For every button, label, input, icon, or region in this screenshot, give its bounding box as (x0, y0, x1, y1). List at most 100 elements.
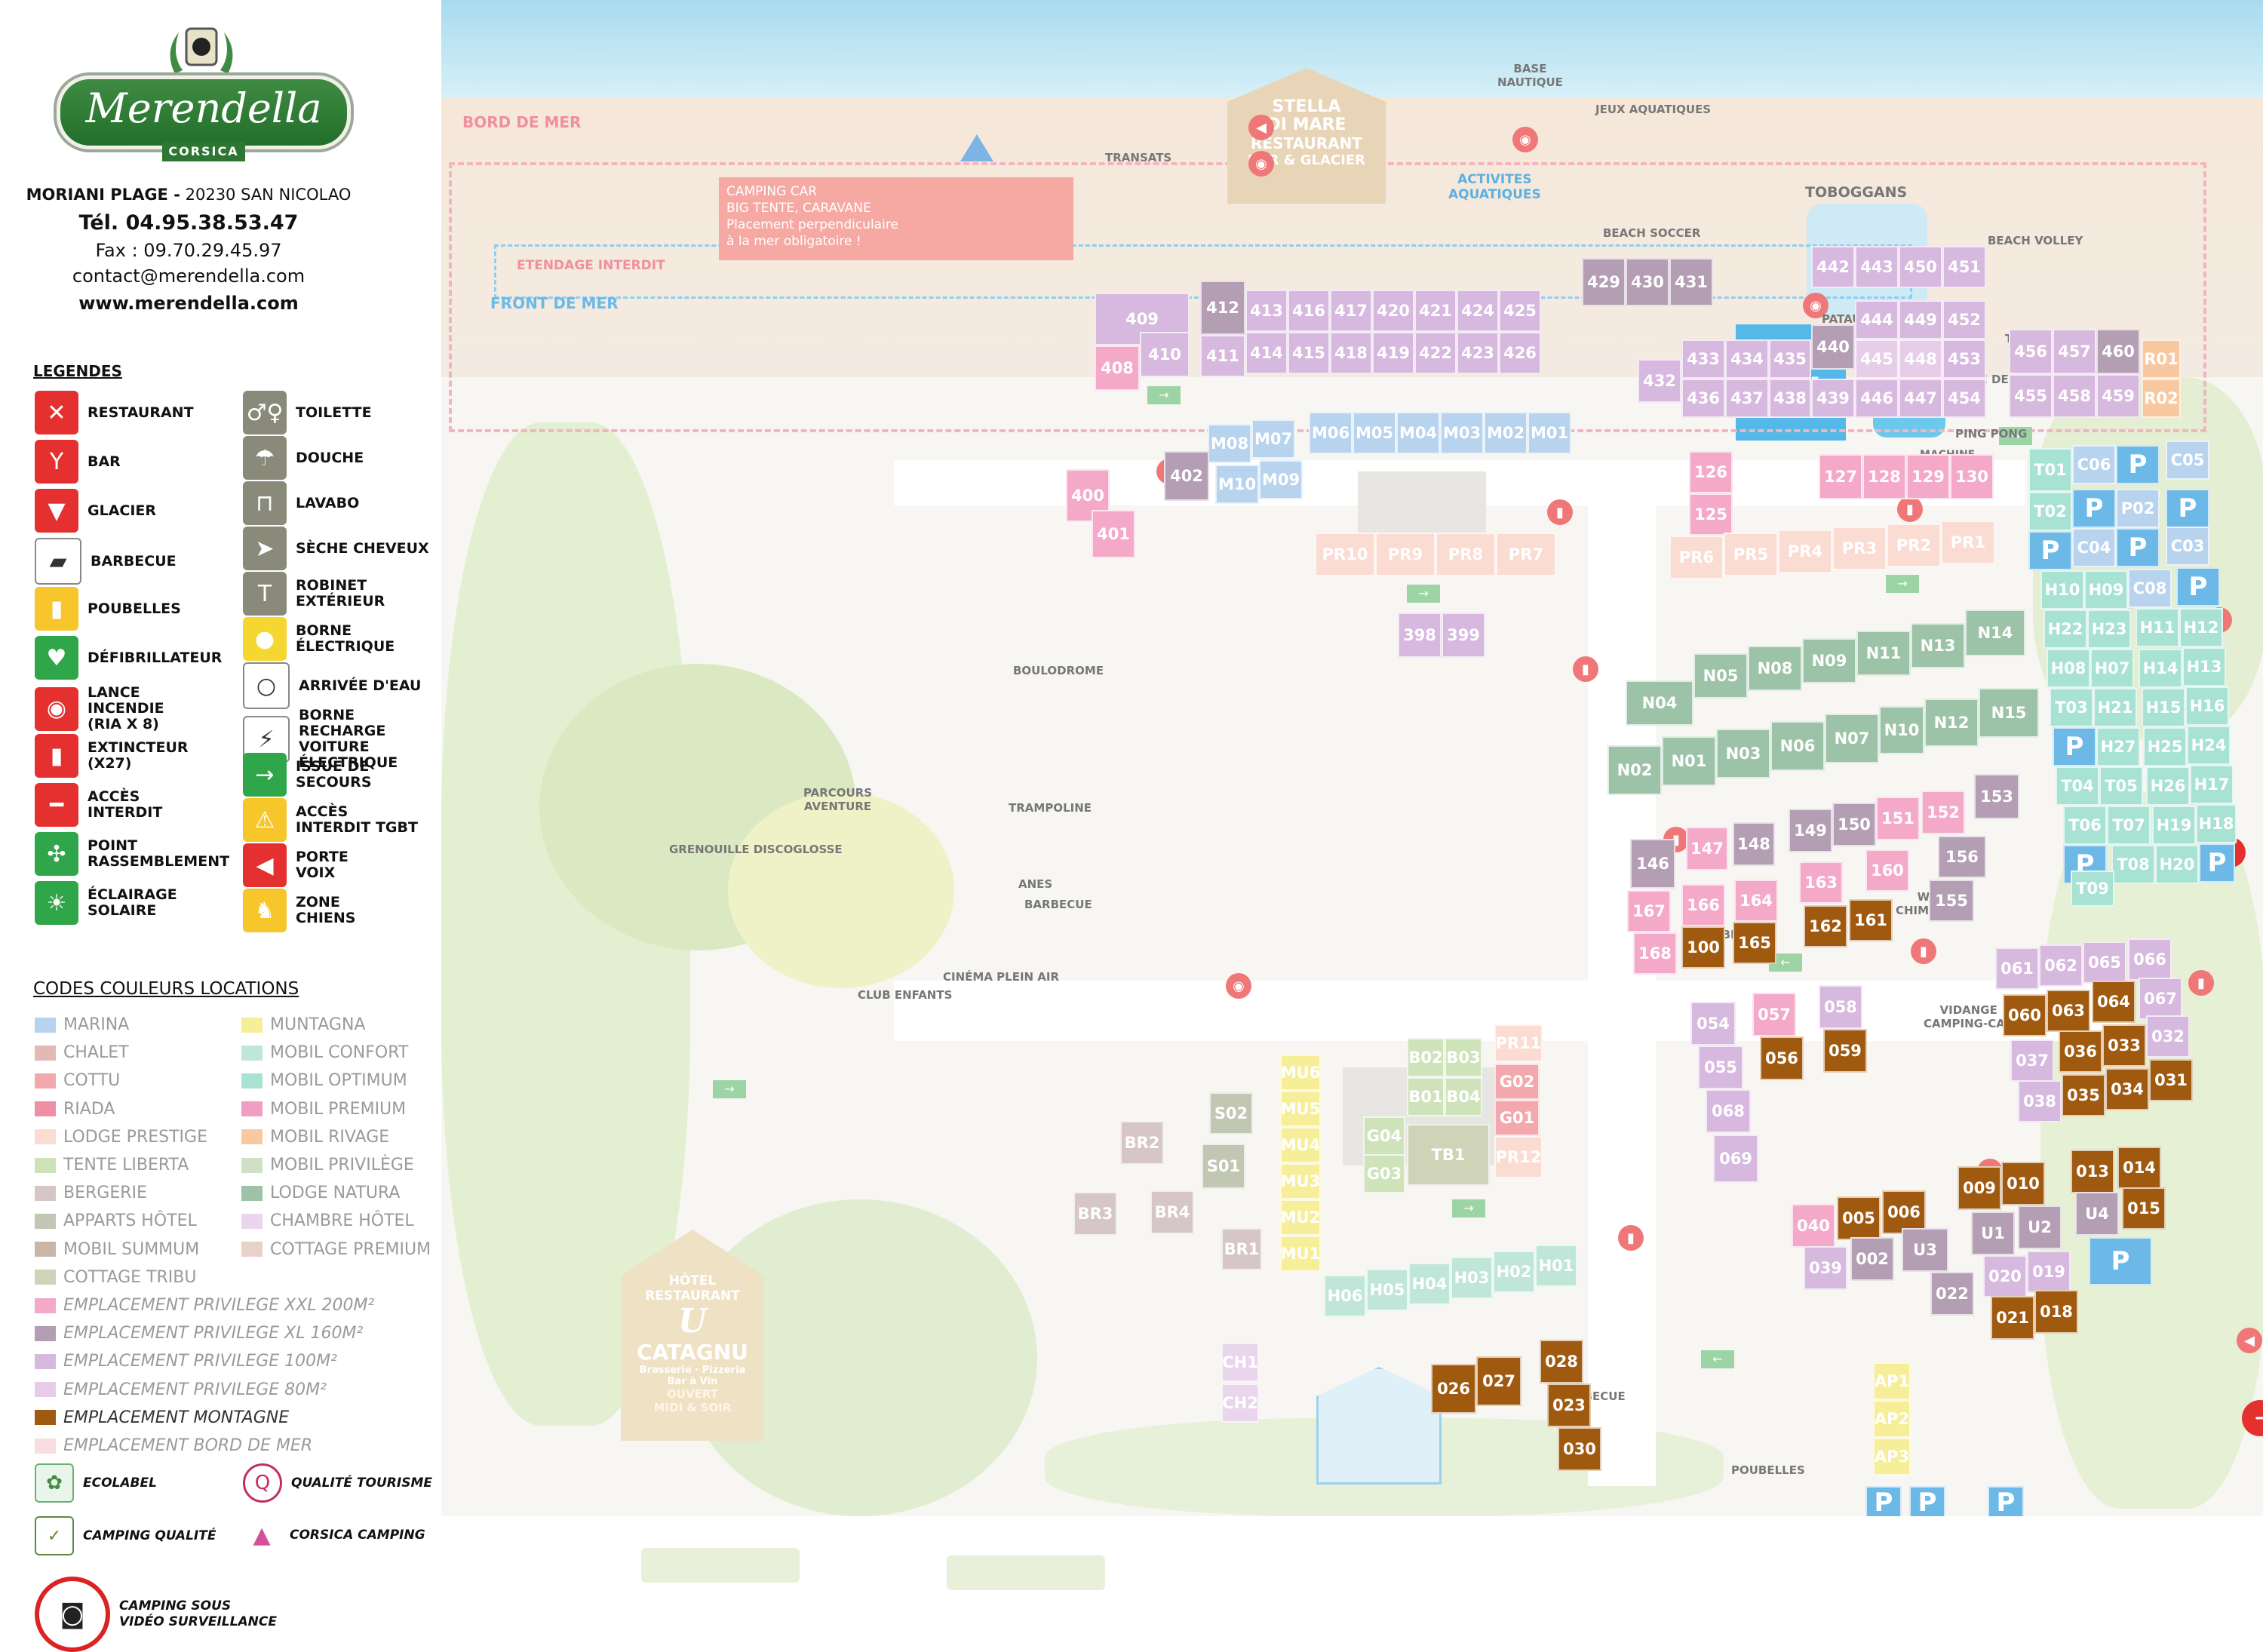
rental-lot-p02[interactable]: P02 (2116, 489, 2160, 528)
rental-lot-n06[interactable]: N06 (1770, 721, 1825, 771)
rental-lot-h10[interactable]: H10 (2040, 570, 2084, 610)
rental-lot-166[interactable]: 166 (1681, 884, 1725, 926)
rental-lot-036[interactable]: 036 (2059, 1030, 2102, 1073)
rental-lot-436[interactable]: 436 (1681, 379, 1725, 418)
rental-lot-453[interactable]: 453 (1942, 339, 1986, 379)
rental-lot-t05[interactable]: T05 (2099, 766, 2143, 806)
rental-lot-446[interactable]: 446 (1855, 379, 1899, 418)
rental-lot-059[interactable]: 059 (1823, 1029, 1867, 1073)
rental-lot-152[interactable]: 152 (1921, 791, 1965, 834)
rental-lot-022[interactable]: 022 (1930, 1272, 1974, 1316)
rental-lot-130[interactable]: 130 (1950, 454, 1994, 499)
rental-lot-449[interactable]: 449 (1899, 300, 1942, 339)
rental-lot-056[interactable]: 056 (1760, 1036, 1804, 1080)
rental-lot-429[interactable]: 429 (1582, 258, 1626, 306)
rental-lot-006[interactable]: 006 (1882, 1190, 1926, 1234)
rental-lot-b04[interactable]: B04 (1445, 1077, 1482, 1116)
rental-lot-s02[interactable]: S02 (1209, 1092, 1253, 1135)
rental-lot-h27[interactable]: H27 (2096, 727, 2140, 766)
parking-lot[interactable]: P (2166, 489, 2209, 528)
rental-lot-h03[interactable]: H03 (1451, 1257, 1493, 1299)
rental-lot-h16[interactable]: H16 (2185, 686, 2229, 726)
rental-lot-450[interactable]: 450 (1899, 246, 1942, 288)
rental-lot-414[interactable]: 414 (1245, 332, 1288, 374)
rental-lot-100[interactable]: 100 (1681, 926, 1725, 969)
rental-lot-m10[interactable]: M10 (1215, 465, 1259, 504)
rental-lot-434[interactable]: 434 (1725, 339, 1769, 379)
rental-lot-t03[interactable]: T03 (2050, 688, 2093, 727)
rental-lot-h12[interactable]: H12 (2179, 608, 2223, 647)
rental-lot-018[interactable]: 018 (2034, 1290, 2078, 1334)
rental-lot-h13[interactable]: H13 (2182, 647, 2226, 686)
rental-lot-164[interactable]: 164 (1734, 880, 1778, 922)
rental-lot-452[interactable]: 452 (1942, 300, 1986, 339)
rental-lot-pr5[interactable]: PR5 (1724, 533, 1778, 576)
rental-lot-033[interactable]: 033 (2102, 1024, 2146, 1067)
rental-lot-058[interactable]: 058 (1819, 985, 1862, 1029)
rental-lot-h17[interactable]: H17 (2190, 765, 2234, 804)
rental-lot-pr11[interactable]: PR11 (1494, 1024, 1543, 1062)
rental-lot-412[interactable]: 412 (1200, 281, 1245, 335)
rental-lot-br1[interactable]: BR1 (1221, 1228, 1262, 1270)
rental-lot-mu3[interactable]: MU3 (1280, 1163, 1321, 1199)
rental-lot-057[interactable]: 057 (1752, 993, 1796, 1036)
rental-lot-020[interactable]: 020 (1983, 1255, 2027, 1297)
parking-lot[interactable]: P (2089, 1237, 2152, 1285)
rental-lot-b02[interactable]: B02 (1407, 1038, 1445, 1077)
rental-lot-h15[interactable]: H15 (2142, 688, 2185, 727)
rental-lot-156[interactable]: 156 (1938, 836, 1986, 878)
rental-lot-c08[interactable]: C08 (2128, 569, 2172, 608)
rental-lot-t06[interactable]: T06 (2063, 806, 2107, 845)
rental-lot-n04[interactable]: N04 (1626, 680, 1693, 726)
rental-lot-mu2[interactable]: MU2 (1280, 1199, 1321, 1236)
rental-lot-pr4[interactable]: PR4 (1778, 530, 1832, 573)
rental-lot-455[interactable]: 455 (2009, 374, 2053, 418)
rental-lot-mu5[interactable]: MU5 (1280, 1091, 1321, 1127)
rental-lot-444[interactable]: 444 (1855, 300, 1899, 339)
rental-lot-054[interactable]: 054 (1690, 1002, 1736, 1046)
rental-lot-027[interactable]: 027 (1476, 1356, 1521, 1406)
rental-lot-068[interactable]: 068 (1706, 1089, 1751, 1133)
email-link[interactable]: contact@merendella.com (72, 266, 306, 287)
rental-lot-424[interactable]: 424 (1457, 290, 1499, 332)
rental-lot-425[interactable]: 425 (1499, 290, 1541, 332)
rental-lot-pr7[interactable]: PR7 (1496, 533, 1556, 576)
rental-lot-442[interactable]: 442 (1811, 246, 1855, 288)
rental-lot-m09[interactable]: M09 (1259, 460, 1303, 499)
rental-lot-m05[interactable]: M05 (1353, 412, 1396, 454)
rental-lot-h14[interactable]: H14 (2139, 649, 2182, 688)
rental-lot-060[interactable]: 060 (2003, 994, 2047, 1036)
rental-lot-026[interactable]: 026 (1431, 1364, 1476, 1414)
rental-lot-040[interactable]: 040 (1792, 1204, 1835, 1248)
rental-lot-n07[interactable]: N07 (1825, 714, 1879, 763)
rental-lot-019[interactable]: 019 (2027, 1251, 2071, 1293)
rental-lot-pr2[interactable]: PR2 (1887, 524, 1941, 567)
rental-lot-037[interactable]: 037 (2010, 1039, 2054, 1082)
rental-lot-421[interactable]: 421 (1414, 290, 1457, 332)
rental-lot-460[interactable]: 460 (2096, 329, 2140, 374)
rental-lot-430[interactable]: 430 (1626, 258, 1669, 306)
rental-lot-ch2[interactable]: CH2 (1221, 1383, 1259, 1423)
rental-lot-160[interactable]: 160 (1865, 849, 1909, 892)
rental-lot-401[interactable]: 401 (1092, 510, 1135, 558)
parking-lot[interactable]: P (2028, 531, 2072, 570)
rental-lot-431[interactable]: 431 (1669, 258, 1713, 306)
rental-lot-pr10[interactable]: PR10 (1315, 533, 1375, 576)
rental-lot-066[interactable]: 066 (2128, 938, 2172, 981)
rental-lot-150[interactable]: 150 (1832, 803, 1876, 846)
rental-lot-148[interactable]: 148 (1733, 822, 1775, 866)
rental-lot-t08[interactable]: T08 (2111, 845, 2155, 884)
rental-lot-456[interactable]: 456 (2009, 329, 2053, 374)
rental-lot-398[interactable]: 398 (1398, 613, 1442, 658)
rental-lot-416[interactable]: 416 (1288, 290, 1330, 332)
rental-lot-u1[interactable]: U1 (1971, 1211, 2015, 1255)
rental-lot-426[interactable]: 426 (1499, 332, 1541, 374)
rental-lot-162[interactable]: 162 (1804, 905, 1847, 947)
rental-lot-454[interactable]: 454 (1942, 379, 1986, 418)
rental-lot-ap2[interactable]: AP2 (1873, 1400, 1911, 1438)
rental-lot-br2[interactable]: BR2 (1120, 1121, 1164, 1165)
rental-lot-br4[interactable]: BR4 (1150, 1190, 1194, 1234)
rental-lot-r02[interactable]: R02 (2142, 379, 2181, 418)
rental-lot-t07[interactable]: T07 (2107, 806, 2151, 845)
rental-lot-u3[interactable]: U3 (1902, 1228, 1948, 1272)
